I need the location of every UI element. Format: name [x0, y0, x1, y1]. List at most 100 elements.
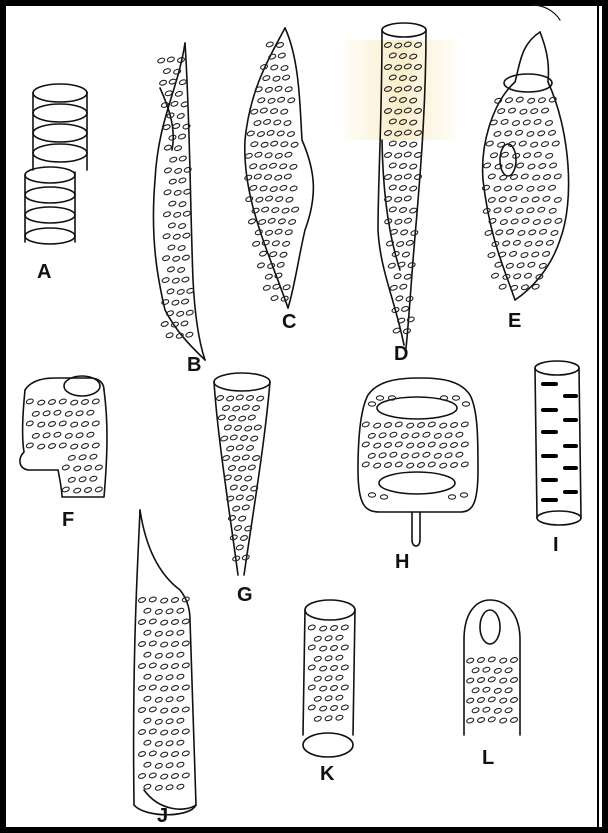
pit-mark — [171, 773, 179, 780]
pit-mark — [177, 289, 185, 296]
pit-mark — [488, 656, 496, 663]
pit-mark — [174, 168, 182, 175]
pit-mark — [183, 210, 191, 217]
pit-mark — [169, 178, 177, 185]
pit-mark — [308, 664, 316, 671]
pit-mark — [362, 421, 370, 428]
pit-mark — [171, 299, 179, 306]
pit-mark — [182, 232, 190, 239]
pit-mark — [335, 634, 343, 641]
pit-mark — [394, 174, 402, 181]
pit-mark — [552, 140, 560, 147]
pit-mark — [167, 244, 175, 251]
pit-mark — [488, 173, 496, 180]
pit-mark — [149, 750, 157, 757]
pit-mark — [155, 719, 163, 726]
pit-mark — [513, 240, 521, 247]
pit-mark — [378, 452, 386, 459]
pit-mark — [482, 666, 490, 673]
pit-mark — [252, 455, 260, 462]
pit-mark — [246, 495, 254, 502]
pit-mark — [545, 120, 553, 127]
pit-mark — [259, 250, 267, 257]
pit-mark — [532, 196, 540, 203]
pit-mark — [143, 651, 151, 658]
pit-mark — [477, 697, 485, 704]
pit-mark — [523, 119, 531, 126]
pit-mark — [165, 696, 173, 703]
pit-mark — [222, 405, 230, 412]
pit-mark — [308, 644, 316, 651]
pit-mark — [494, 97, 502, 104]
pit-mark — [274, 85, 282, 92]
pit-mark — [246, 395, 254, 402]
pit-mark — [272, 240, 280, 247]
pit-mark — [554, 218, 562, 225]
pit-mark — [270, 108, 278, 115]
pit-mark — [448, 495, 455, 499]
pit-mark — [461, 461, 469, 468]
pit-mark — [157, 57, 165, 64]
pit-mark — [247, 130, 255, 137]
pit-mark — [406, 442, 414, 449]
pit-mark — [177, 267, 185, 274]
pit-mark — [277, 130, 285, 137]
pit-mark — [26, 398, 34, 405]
pit-mark — [401, 306, 409, 313]
pit-mark — [138, 641, 146, 648]
pit-mark — [59, 398, 67, 405]
pit-mark — [59, 442, 67, 449]
pit-mark — [269, 251, 277, 258]
pit-mark — [541, 107, 549, 114]
pit-mark — [288, 219, 296, 226]
pit-mark — [395, 461, 403, 468]
pit-mark — [543, 174, 551, 181]
pit-mark — [537, 130, 545, 137]
pit-mark — [48, 443, 56, 450]
pit-mark — [155, 609, 163, 616]
pit-mark — [510, 285, 518, 292]
pit-mark — [477, 657, 485, 664]
pit-mark — [236, 394, 244, 401]
pit-mark — [414, 174, 422, 181]
pit-mark — [238, 415, 246, 422]
pit-mark — [242, 504, 250, 511]
pit-mark — [395, 421, 403, 428]
pit-mark — [163, 189, 171, 196]
pit-mark — [266, 130, 274, 137]
pit-mark — [176, 629, 184, 636]
pit-mark — [264, 174, 272, 181]
pit-mark — [542, 196, 550, 203]
pit-mark — [488, 716, 496, 723]
pit-mark — [319, 665, 327, 672]
pit-mark — [505, 97, 513, 104]
pit-mark — [245, 153, 253, 160]
pit-mark — [73, 465, 81, 472]
pit-mark — [493, 207, 501, 214]
pit-mark — [495, 229, 503, 236]
pit-mark — [240, 485, 248, 492]
pit-mark — [176, 651, 184, 658]
pit-mark — [275, 196, 283, 203]
pit-mark — [53, 409, 61, 416]
pit-mark — [180, 320, 188, 327]
pit-mark — [520, 252, 528, 259]
pit-mark — [26, 420, 34, 427]
pit-mark — [524, 241, 532, 248]
pit-mark — [394, 152, 402, 159]
pit-mark — [285, 86, 293, 93]
pit-mark — [84, 465, 92, 472]
pit-mark — [314, 676, 322, 683]
pit-mark — [254, 424, 262, 431]
pit-mark — [149, 772, 157, 779]
pit-mark — [246, 445, 254, 452]
pit-mark — [232, 455, 240, 462]
pit-mark — [417, 422, 425, 429]
pit-mark — [521, 197, 529, 204]
pit-mark — [523, 152, 531, 159]
pit-mark — [502, 240, 510, 247]
pit-mark — [324, 655, 332, 662]
pit-mark — [546, 240, 554, 247]
pit-mark — [42, 410, 50, 417]
pit-mark — [37, 421, 45, 428]
